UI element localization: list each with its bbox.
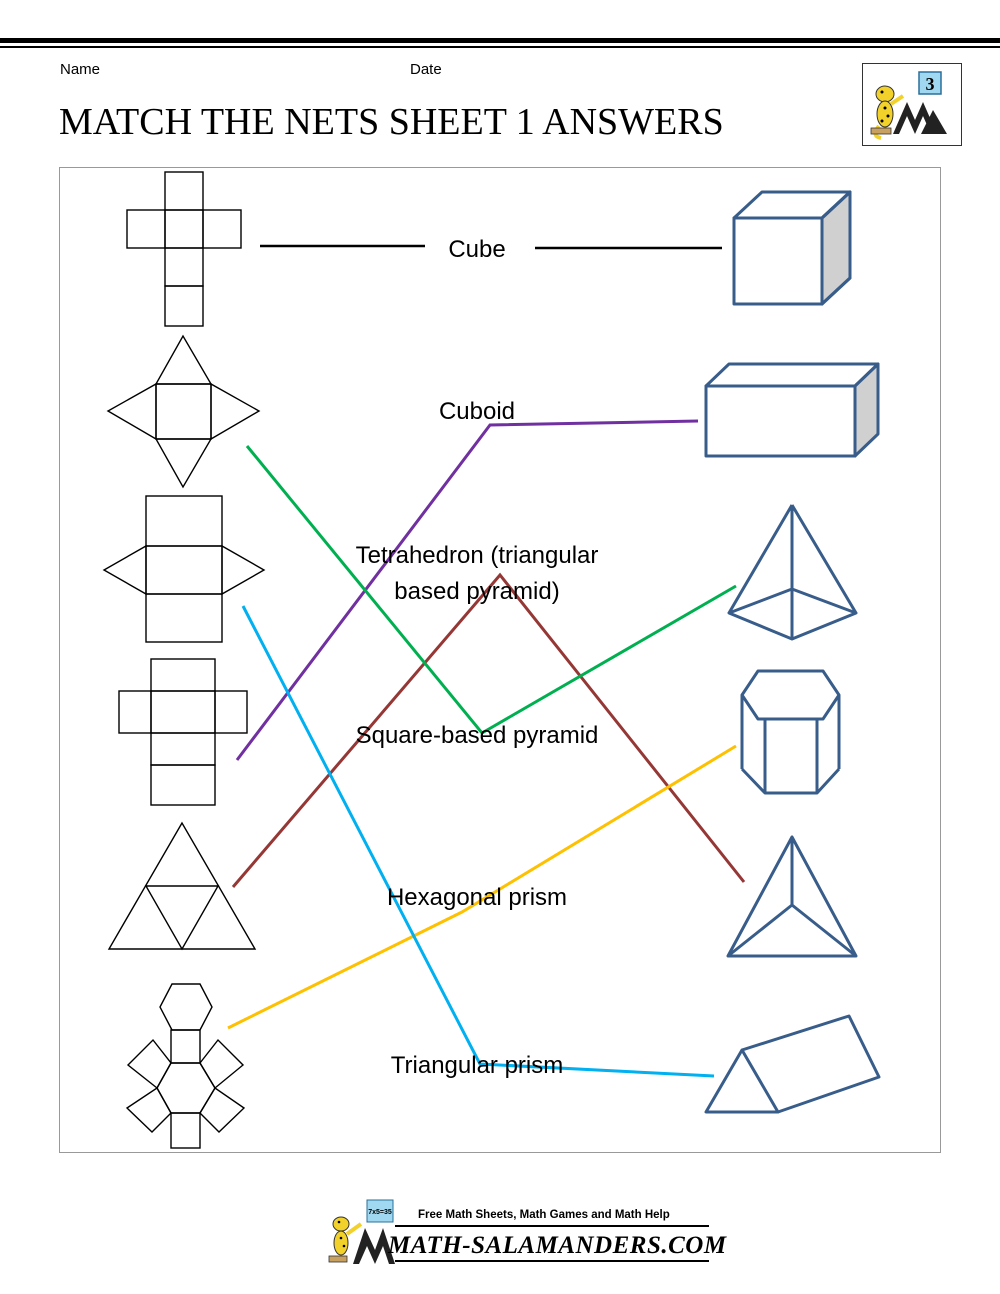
salamander-footer-icon: 7x5=35 [328,1199,709,1264]
label-tetrahedron-line2: based pyramid) [394,578,560,605]
worksheet-frame [59,167,941,1153]
answer-line-cuboid [235,419,699,761]
cube-net [126,171,242,327]
tetrahedron-net [107,821,257,951]
top-rule [0,38,1000,43]
footer-tagline: Free Math Sheets, Math Games and Math He… [418,1209,670,1221]
answer-line-triangular-prism [241,605,715,1078]
hexagonal-prism-solid [740,669,841,795]
answer-line-tetrahedron [231,572,746,888]
hexagonal-prism-net [125,983,246,1149]
footer-logo-small-text: 7x5=35 [368,1209,392,1216]
top-rule-thin [0,46,1000,48]
page-title: MATCH THE NETS SHEET 1 ANSWERS [59,101,724,143]
footer-logo: 7x5=35 [325,1198,709,1268]
label-cuboid: Cuboid [438,398,516,425]
answer-line-hexagonal-prism [227,744,737,1030]
triangular-prism-solid [704,1014,881,1114]
label-square-based-pyramid: Square-based pyramid [355,722,599,749]
salamander-grade-icon: 3 [870,71,947,140]
label-tetrahedron-line1: Tetrahedron (triangular [355,542,599,569]
name-label: Name [60,61,101,78]
triangular-prism-net [102,495,266,643]
footer-site-name[interactable]: MATH-SALAMANDERS.COM [388,1232,727,1259]
cuboid-solid [704,362,880,458]
grade-number: 3 [926,74,935,94]
grade-logo: 3 [862,63,962,146]
square-pyramid-net [106,334,261,489]
label-triangular-prism: Triangular prism [390,1052,564,1079]
label-hexagonal-prism: Hexagonal prism [386,884,568,911]
cube-solid [732,190,852,306]
tetrahedron-solid [726,835,858,958]
answer-line-square-based-pyramid [245,445,737,735]
date-label: Date [410,61,442,78]
square-pyramid-solid [727,504,858,641]
label-cube: Cube [448,236,506,263]
cuboid-net [118,658,248,806]
